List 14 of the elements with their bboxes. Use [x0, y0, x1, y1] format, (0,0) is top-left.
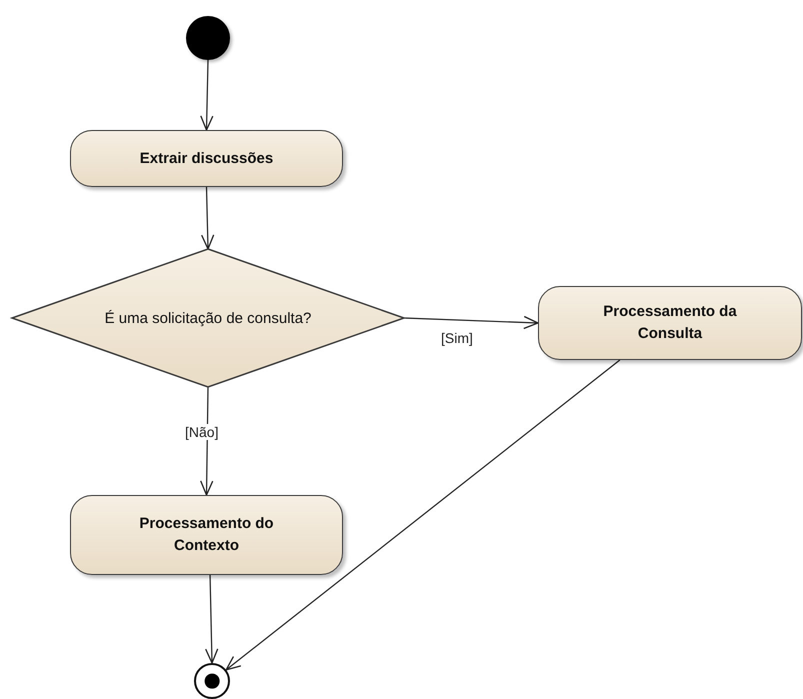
final-node [194, 663, 230, 699]
arrow [200, 60, 214, 131]
arrow [404, 316, 539, 330]
decision-diamond [12, 249, 404, 387]
edge-label: [Sim] [440, 330, 474, 346]
arrow [226, 360, 620, 671]
action-box: Extrair discussões [70, 130, 343, 187]
arrow [201, 186, 214, 250]
decision-text: É uma solicitação de consulta? [104, 310, 312, 326]
action-box: Processamento do Contexto [70, 495, 343, 575]
initial-node [186, 16, 230, 60]
edge-label: [Não] [184, 424, 220, 440]
arrow [205, 574, 218, 664]
action-box: Processamento da Consulta [538, 286, 802, 360]
